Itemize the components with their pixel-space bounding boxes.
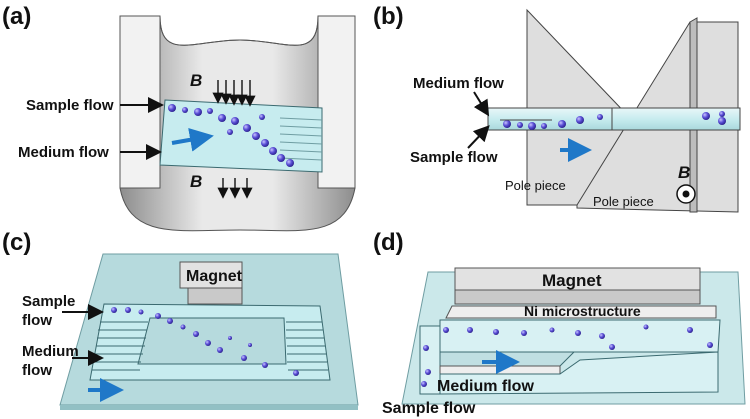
flow-arrow-blue (171, 127, 214, 152)
label-medium-flow-d: Medium flow (437, 378, 534, 395)
panel-b-label: (b) (373, 3, 404, 30)
outlet-channels (279, 117, 323, 161)
field-arrows-top (212, 80, 256, 107)
arrow-medium-flow-b (473, 91, 490, 117)
field-b-bottom: B (190, 172, 202, 191)
label-sample-flow-b: Sample flow (410, 149, 498, 166)
label-medium-flow-b: Medium flow (413, 75, 504, 92)
label-sample-flow-c-1: Sample (22, 293, 75, 310)
substrate-c-edge (60, 405, 358, 410)
magnetic-beads-c (111, 307, 299, 376)
magnetic-beads (168, 104, 294, 167)
panel-c: (c) Magnet (2, 229, 359, 410)
magnetic-beads-d (421, 324, 713, 387)
label-sample-flow-c-2: flow (22, 312, 52, 329)
label-magnet-d: Magnet (542, 271, 602, 290)
label-medium-flow-c-1: Medium (22, 343, 79, 360)
channel-d (419, 319, 721, 395)
panel-d: (d) Magnet Ni microstructure Medium flow (373, 229, 746, 417)
panel-a-label: (a) (2, 3, 31, 30)
panel-a: (a) B B (2, 3, 356, 232)
panel-c-label: (c) (2, 229, 31, 256)
label-pole-piece-left: Pole piece (505, 178, 566, 193)
field-dot-icon (682, 190, 690, 198)
panel-b: (b) Medium flow Sample flow Pole piece P… (373, 3, 741, 213)
label-medium-flow-c-2: flow (22, 362, 52, 379)
panel-d-label: (d) (373, 229, 404, 256)
label-sample-flow-a: Sample flow (26, 97, 114, 114)
label-magnet-c: Magnet (186, 268, 243, 285)
field-arrows-bottom (217, 178, 253, 199)
magnet-block-d (454, 267, 701, 305)
ni-microstructure (445, 305, 717, 319)
magnet-block-c (179, 261, 243, 305)
label-ni-microstructure: Ni microstructure (524, 303, 641, 319)
field-b-top: B (190, 71, 202, 90)
tube-beads (503, 111, 726, 130)
field-b-b: B (678, 163, 690, 182)
label-pole-piece-right: Pole piece (593, 194, 654, 209)
label-sample-flow-d: Sample flow (382, 400, 476, 417)
arrow-sample-flow-b (467, 125, 490, 149)
outlet-channels-c (286, 321, 328, 371)
label-medium-flow-a: Medium flow (18, 144, 109, 161)
